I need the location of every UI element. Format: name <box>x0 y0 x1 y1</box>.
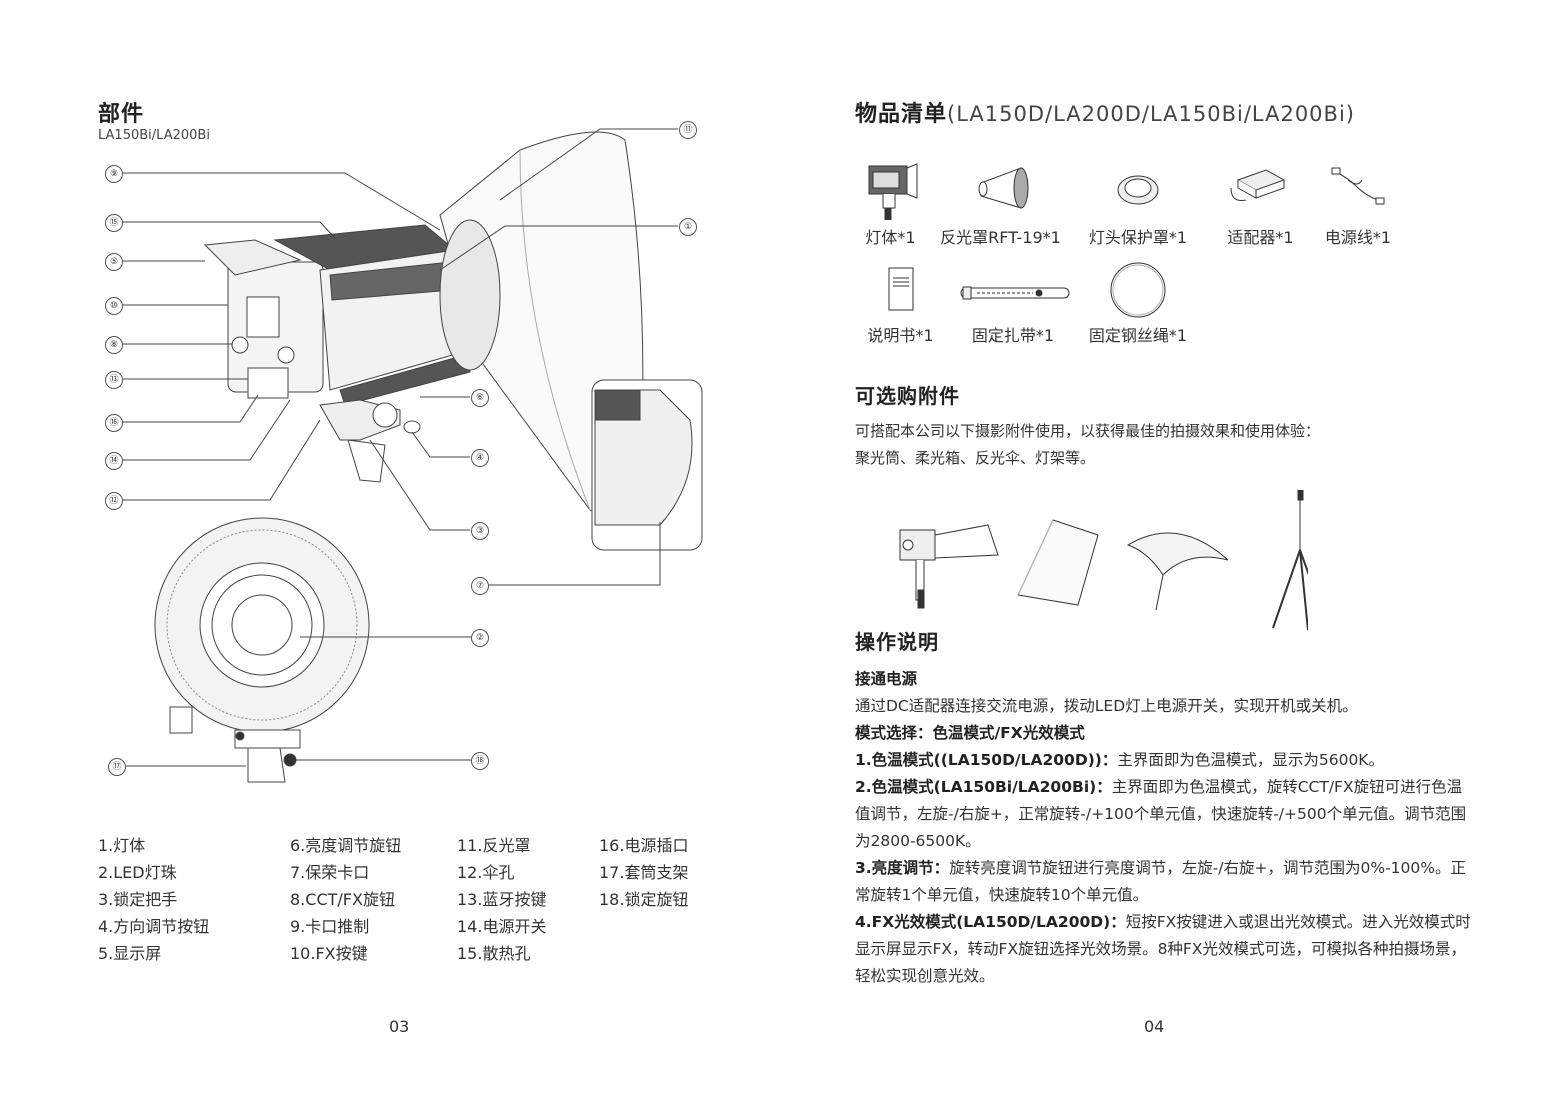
callout-18: ⑱ <box>471 752 489 770</box>
instruction-1-text: 主界面即为色温模式，显示为5600K。 <box>1117 751 1384 769</box>
callout-15: ⑮ <box>105 214 123 232</box>
callout-13: ⑬ <box>105 371 123 389</box>
parts-list: 1.灯体 2.LED灯珠 3.锁定把手 4.方向调节按钮 5.显示屏 6.亮度调… <box>98 832 709 967</box>
part-item: 7.保荣卡口 <box>290 863 370 882</box>
light-body-icon <box>868 163 917 220</box>
part-item: 16.电源插口 <box>599 836 689 855</box>
callout-11: ⑪ <box>679 121 697 139</box>
package-item-adapter: 适配器*1 <box>1208 158 1313 248</box>
package-title: 物品清单(LA150D/LA200D/LA150Bi/LA200Bi) <box>855 96 1355 128</box>
part-item: 11.反光罩 <box>457 836 531 855</box>
protective-cover-icon <box>1117 175 1159 205</box>
instruction-1-heading: 1.色温模式((LA150D/LA200D))： <box>855 751 1118 769</box>
callout-2: ② <box>471 629 489 647</box>
callout-14: ⑭ <box>105 452 123 470</box>
optional-accessories-desc: 可搭配本公司以下摄影附件使用，以获得最佳的拍摄效果和使用体验： 聚光筒、柔光箱、… <box>855 418 1495 472</box>
instruction-3-text: 旋转亮度调节旋钮进行亮度调节，左旋-/右旋+，调节范围为0%-100%。正常旋转… <box>855 859 1466 904</box>
callout-8: ⑧ <box>105 336 123 354</box>
item-label: 固定钢丝绳*1 <box>1088 326 1188 345</box>
reflector-icon <box>978 167 1028 209</box>
item-label: 固定扎带*1 <box>971 326 1055 345</box>
item-label: 灯体*1 <box>865 228 916 247</box>
mode-title: 模式选择：色温模式/FX光效模式 <box>855 724 1085 742</box>
power-cord-icon <box>1331 167 1385 205</box>
right-page: 物品清单(LA150D/LA200D/LA150Bi/LA200Bi) 灯体*1… <box>778 0 1557 1104</box>
left-page: 部件 LA150Bi/LA200Bi <box>0 0 778 1104</box>
instruction-2-heading: 2.色温模式(LA150Bi/LA200Bi)： <box>855 778 1112 796</box>
package-title-bold: 物品清单 <box>855 102 948 127</box>
item-label: 灯头保护罩*1 <box>1088 228 1188 247</box>
operation-instructions: 接通电源 通过DC适配器连接交流电源，拨动LED灯上电源开关，实现开机或关机。 … <box>855 666 1475 990</box>
package-item-cable-tie: 固定扎带*1 <box>948 262 1078 346</box>
callout-4: ④ <box>471 449 489 467</box>
part-item: 6.亮度调节旋钮 <box>290 836 402 855</box>
page-number-left: 03 <box>389 1017 410 1036</box>
part-item: 3.锁定把手 <box>98 890 178 909</box>
part-item: 1.灯体 <box>98 836 146 855</box>
package-item-manual: 说明书*1 <box>853 262 948 346</box>
package-item-safety-cable: 固定钢丝绳*1 <box>1078 262 1198 346</box>
parts-column-2: 6.亮度调节旋钮 7.保荣卡口 8.CCT/FX旋钮 9.卡口推制 10.FX按… <box>290 832 457 967</box>
callout-7: ⑦ <box>471 577 489 595</box>
part-item: 17.套筒支架 <box>599 863 689 882</box>
power-title: 接通电源 <box>855 670 918 688</box>
optional-accessories-title: 可选购附件 <box>855 384 960 408</box>
instruction-2: 2.色温模式(LA150Bi/LA200Bi)：主界面即为色温模式，旋转CCT/… <box>855 774 1475 855</box>
instruction-2-text: 主界面即为色温模式，旋转CCT/FX旋钮可进行色温值调节，左旋-/右旋+，正常旋… <box>855 778 1467 850</box>
package-item-protective-cover: 灯头保护罩*1 <box>1068 158 1208 248</box>
callout-5: ⑤ <box>105 253 123 271</box>
parts-column-3: 11.反光罩 12.伞孔 13.蓝牙按键 14.电源开关 15.散热孔 <box>457 832 599 967</box>
adapter-icon <box>1230 169 1285 201</box>
optional-desc-line: 聚光筒、柔光箱、反光伞、灯架等。 <box>855 449 1096 467</box>
optional-desc-line: 可搭配本公司以下摄影附件使用，以获得最佳的拍摄效果和使用体验： <box>855 422 1321 440</box>
instruction-1: 1.色温模式((LA150D/LA200D))：主界面即为色温模式，显示为560… <box>855 747 1475 774</box>
callout-3: ③ <box>471 522 489 540</box>
part-item: 9.卡口推制 <box>290 917 370 936</box>
part-item: 13.蓝牙按键 <box>457 890 547 909</box>
light-diagram <box>122 128 703 783</box>
part-item: 2.LED灯珠 <box>98 863 177 882</box>
item-label: 适配器*1 <box>1227 228 1294 247</box>
package-items-row-1: 灯体*1 反光罩RFT-19*1 灯头保护罩*1 适配器*1 电源线*1 <box>848 158 1403 248</box>
power-text: 通过DC适配器连接交流电源，拨动LED灯上电源开关，实现开机或关机。 <box>855 697 1358 715</box>
parts-subtitle: LA150Bi/LA200Bi <box>98 128 210 143</box>
callout-17: ⑰ <box>108 758 126 776</box>
instruction-3: 3.亮度调节：旋转亮度调节旋钮进行亮度调节，左旋-/右旋+，调节范围为0%-10… <box>855 855 1475 909</box>
part-item: 5.显示屏 <box>98 944 162 963</box>
manual-icon <box>888 267 913 311</box>
part-item: 18.锁定旋钮 <box>599 890 689 909</box>
package-item-reflector: 反光罩RFT-19*1 <box>933 158 1068 248</box>
callout-9: ⑨ <box>105 165 123 183</box>
page-number-right: 04 <box>1144 1017 1165 1036</box>
item-label: 反光罩RFT-19*1 <box>940 228 1061 247</box>
instruction-4-text: 短按FX按键进入或退出光效模式。进入光效模式时显示屏显示FX，转动FX旋钮选择光… <box>855 913 1471 985</box>
part-item: 14.电源开关 <box>457 917 547 936</box>
part-item: 10.FX按键 <box>290 944 368 963</box>
part-item: 4.方向调节按钮 <box>98 917 210 936</box>
callout-6: ⑥ <box>471 389 489 407</box>
operation-title: 操作说明 <box>855 630 939 654</box>
part-item: 12.伞孔 <box>457 863 515 882</box>
item-label: 说明书*1 <box>867 326 934 345</box>
part-item: 15.散热孔 <box>457 944 531 963</box>
parts-column-4: 16.电源插口 17.套筒支架 18.锁定旋钮 <box>599 832 709 967</box>
callout-12: ⑫ <box>105 492 123 510</box>
parts-title: 部件 <box>98 102 145 127</box>
package-title-models: (LA150D/LA200D/LA150Bi/LA200Bi) <box>947 102 1355 126</box>
part-item: 8.CCT/FX旋钮 <box>290 890 395 909</box>
cable-tie-icon <box>960 286 1070 300</box>
package-items-row-2: 说明书*1 固定扎带*1 固定钢丝绳*1 <box>853 262 1198 346</box>
item-label: 电源线*1 <box>1324 228 1392 247</box>
instruction-3-heading: 3.亮度调节： <box>855 859 950 877</box>
package-item-power-cord: 电源线*1 <box>1313 158 1403 248</box>
package-item-light-body: 灯体*1 <box>848 158 933 248</box>
instruction-4: 4.FX光效模式(LA150D/LA200D)：短按FX按键进入或退出光效模式。… <box>855 909 1475 990</box>
instruction-4-heading: 4.FX光效模式(LA150D/LA200D)： <box>855 913 1126 931</box>
callout-16: ⑯ <box>105 414 123 432</box>
callout-10: ⑩ <box>105 297 123 315</box>
parts-column-1: 1.灯体 2.LED灯珠 3.锁定把手 4.方向调节按钮 5.显示屏 <box>98 832 290 967</box>
callout-1: ① <box>679 218 697 236</box>
accessories-illustration <box>899 490 1308 631</box>
safety-cable-icon <box>1110 262 1166 318</box>
